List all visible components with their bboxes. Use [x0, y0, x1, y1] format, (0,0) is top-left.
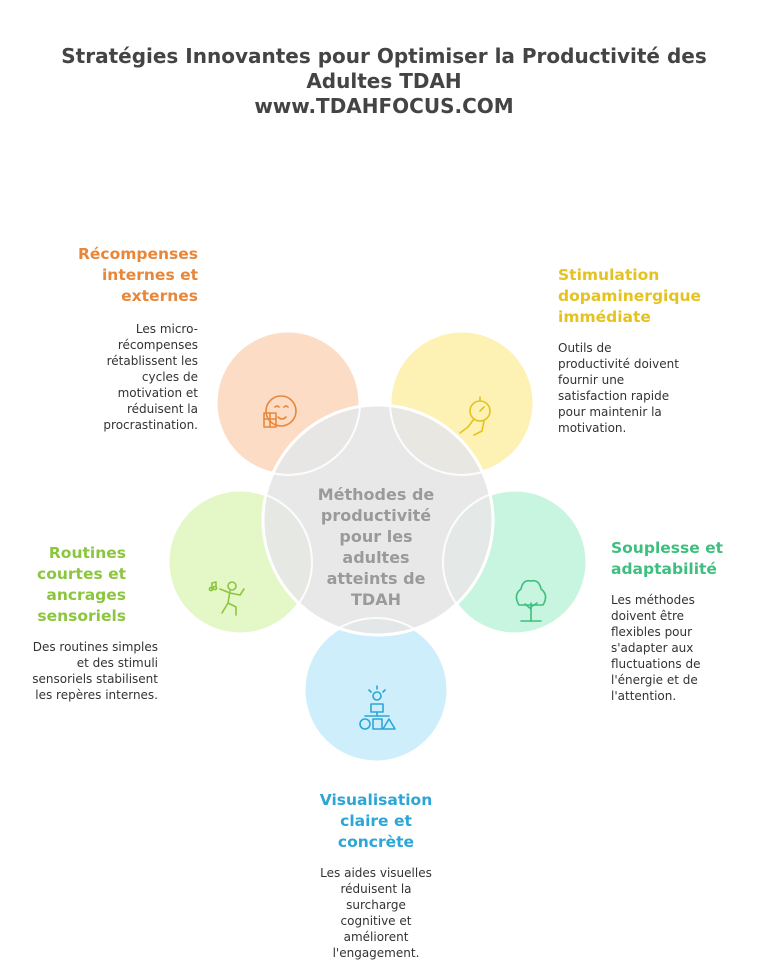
flexibility-desc-line: flexibles pour [611, 625, 693, 639]
stimulation-title-line: dopaminergique [558, 287, 702, 305]
diagram-title: Stratégies Innovantes pour Optimiser la … [0, 44, 768, 119]
rewards-desc-line: rétablissent les [106, 354, 198, 368]
visualization-title-line: concrète [337, 833, 415, 851]
center-line: atteints de [326, 569, 426, 588]
rewards-title-line: Récompenses [77, 245, 198, 263]
overlap-outlines [167, 330, 588, 763]
stimulation-desc-line: fournir une [558, 373, 625, 387]
flexibility-description: Les méthodes doivent être flexibles pour… [611, 592, 761, 704]
visualization-title-line: claire et [340, 812, 412, 830]
title-website: www.TDAHFOCUS.COM [254, 94, 514, 118]
rewards-desc-line: procrastination. [103, 418, 198, 432]
visualization-desc-line: l'engagement. [332, 946, 420, 960]
rewards-title-line: externes [121, 287, 198, 305]
diagram-icon [359, 685, 396, 730]
stimulation-desc-line: motivation. [558, 421, 627, 435]
flexibility-desc-line: doivent être [611, 609, 685, 623]
center-line: productivité [320, 506, 432, 525]
center-circle [261, 403, 495, 637]
fist-icon [459, 396, 491, 436]
visualization-desc-line: améliorent [343, 930, 409, 944]
rewards-desc-line: cycles de [141, 370, 198, 384]
flexibility-desc-line: l'énergie et de [611, 673, 698, 687]
rewards-description: Les micro- récompenses rétablissent les … [40, 321, 198, 433]
rewards-desc-line: motivation et [117, 386, 198, 400]
visualization-desc-line: cognitive et [340, 914, 412, 928]
rewards-desc-line: Les micro- [135, 322, 198, 336]
reward-icon [263, 395, 297, 428]
routines-title-line: Routines [48, 544, 126, 562]
visualization-title: Visualisation claire et concrète [296, 790, 456, 853]
routines-title: Routines courtes et ancrages sensoriels [10, 543, 126, 627]
visualization-desc-line: surcharge [346, 898, 406, 912]
flexibility-title-line: adaptabilité [611, 560, 717, 578]
stimulation-desc-line: productivité doivent [558, 357, 679, 371]
visualization-block: Visualisation claire et concrète Les aid… [296, 790, 456, 961]
stimulation-desc-line: Outils de [558, 341, 612, 355]
flexibility-desc-line: s'adapter aux [611, 641, 694, 655]
flexibility-desc-line: fluctuations de [611, 657, 701, 671]
routines-desc-line: et des stimuli [76, 656, 158, 670]
center-line: adultes [342, 548, 410, 567]
tree-icon [515, 579, 547, 622]
routines-desc-line: Des routines simples [32, 640, 158, 654]
routines-title-line: courtes et [37, 565, 126, 583]
rewards-block: Récompenses internes et externes Les mic… [40, 244, 198, 433]
center-line: TDAH [351, 590, 401, 609]
center-label: Méthodes de productivité pour les adulte… [300, 484, 452, 610]
rewards-desc-line: récompenses [117, 338, 198, 352]
routines-desc-line: les repères internes. [35, 688, 158, 702]
visualization-desc-line: Les aides visuelles [320, 866, 432, 880]
flexibility-title-line: Souplesse et [611, 539, 724, 557]
stimulation-desc-line: pour maintenir la [558, 405, 662, 419]
routines-title-line: ancrages [46, 586, 126, 604]
stimulation-title-line: Stimulation [558, 266, 660, 284]
flexibility-desc-line: Les méthodes [611, 593, 695, 607]
title-line-2: Adultes TDAH [306, 69, 462, 93]
flexibility-title: Souplesse et adaptabilité [611, 538, 761, 580]
flexibility-desc-line: l'attention. [611, 689, 677, 703]
rewards-title: Récompenses internes et externes [40, 244, 198, 307]
center-line: pour les [339, 527, 413, 546]
stimulation-desc-line: satisfaction rapide [558, 389, 670, 403]
stimulation-block: Stimulation dopaminergique immédiate Out… [558, 265, 738, 436]
visualization-title-line: Visualisation [319, 791, 433, 809]
title-line-1: Stratégies Innovantes pour Optimiser la … [61, 44, 707, 68]
stimulation-description: Outils de productivité doivent fournir u… [558, 340, 738, 436]
stimulation-title: Stimulation dopaminergique immédiate [558, 265, 738, 328]
dancer-icon [208, 581, 245, 616]
visualization-desc-line: réduisent la [340, 882, 412, 896]
routines-block: Routines courtes et ancrages sensoriels … [10, 543, 158, 703]
routines-title-line: sensoriels [37, 607, 126, 625]
rewards-desc-line: réduisent la [126, 402, 198, 416]
center-line: Méthodes de [317, 485, 435, 504]
routines-description: Des routines simples et des stimuli sens… [10, 639, 158, 703]
visualization-description: Les aides visuelles réduisent la surchar… [296, 865, 456, 961]
flexibility-block: Souplesse et adaptabilité Les méthodes d… [611, 538, 761, 704]
routines-desc-line: sensoriels stabilisent [32, 672, 158, 686]
stimulation-title-line: immédiate [558, 308, 651, 326]
rewards-title-line: internes et [101, 266, 198, 284]
